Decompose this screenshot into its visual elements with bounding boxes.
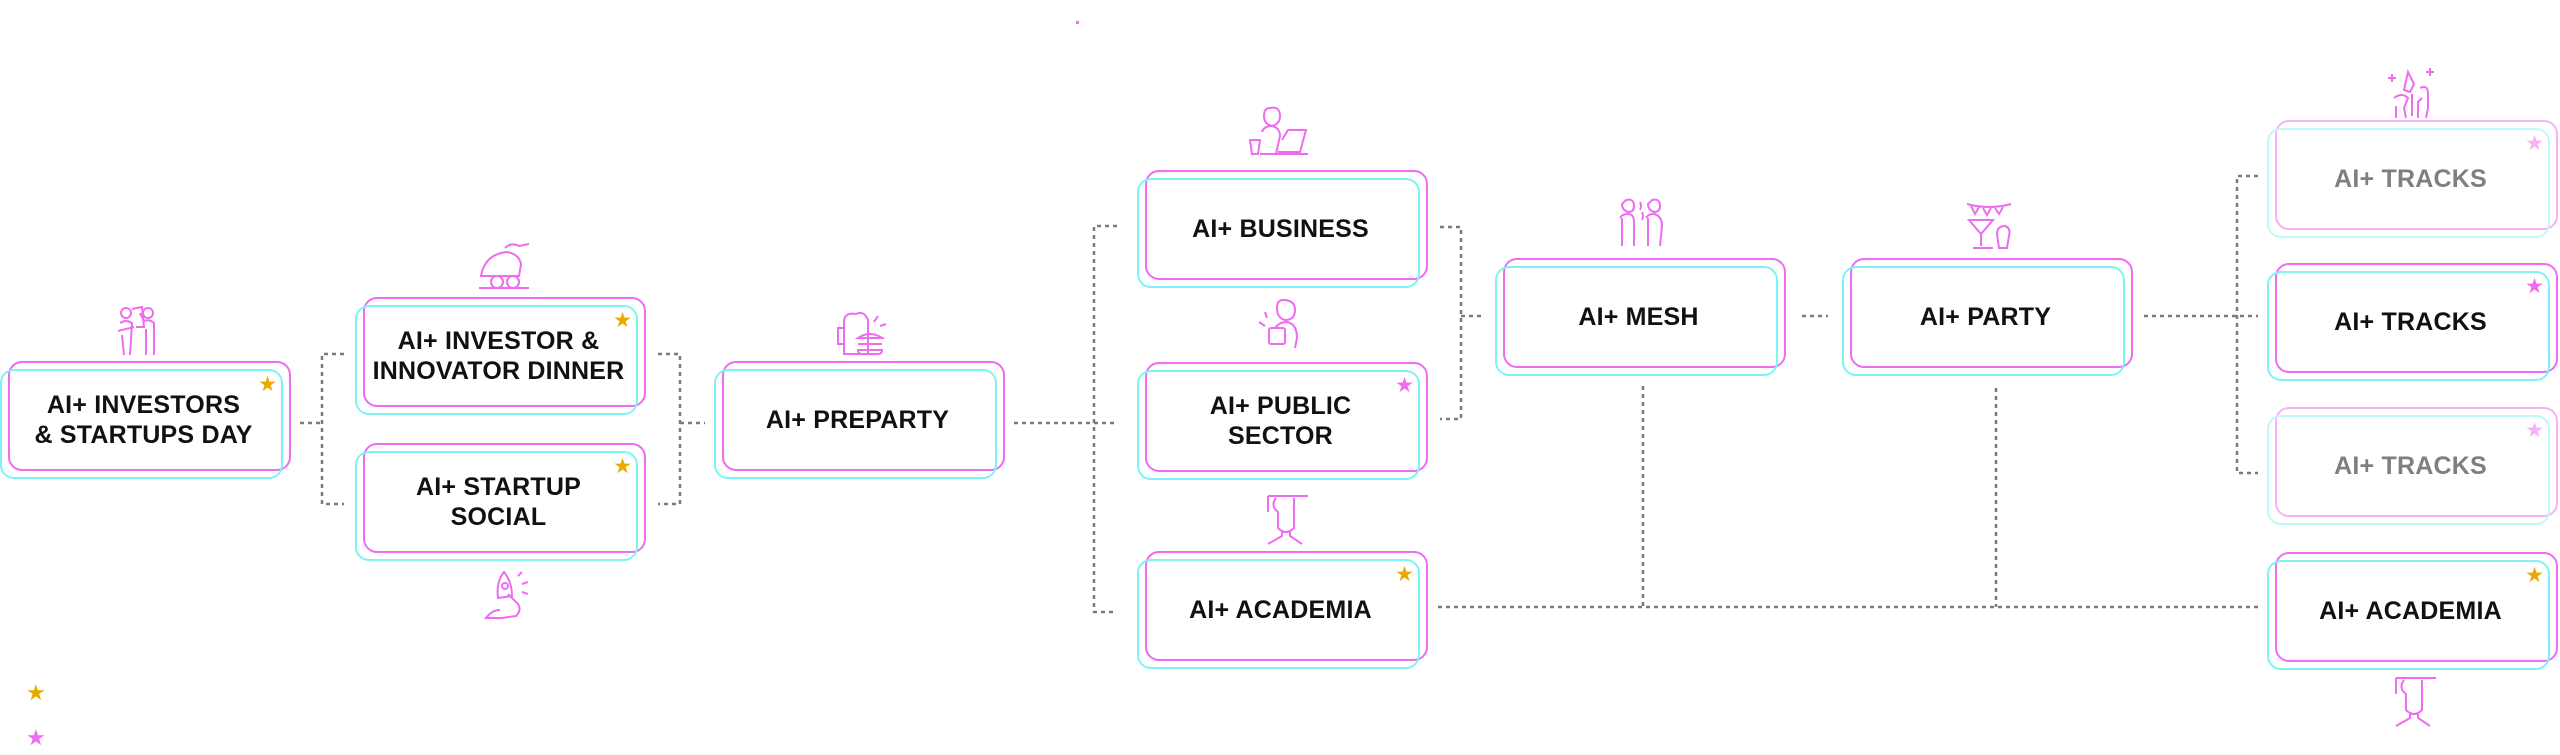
business-woman-laptop-icon (1248, 106, 1308, 158)
outline-secondary (0, 369, 283, 479)
outline-primary (2275, 552, 2558, 662)
node-title: AI+ PUBLIC SECTOR (1209, 392, 1352, 450)
connector-bracket-left (320, 352, 344, 506)
node-tracks-1[interactable]: AI+ TRACKS ★ (2267, 120, 2558, 238)
star-gold-icon: ★ (258, 373, 277, 396)
node-academia-2[interactable]: AI+ ACADEMIA ★ (2267, 552, 2558, 670)
outline-secondary (1137, 370, 1420, 480)
node-title: AI+ TRACKS (2334, 165, 2487, 193)
outline-secondary (714, 369, 997, 479)
outline-primary (1145, 551, 1428, 661)
connector-bracket-right (658, 352, 682, 506)
outline-secondary (2267, 271, 2550, 381)
node-title: AI+ ACADEMIA (1189, 596, 1372, 624)
graduate-icon (2388, 676, 2448, 728)
outline-secondary (1842, 266, 2125, 376)
outline-secondary (1137, 559, 1420, 669)
outline-secondary (1495, 266, 1778, 376)
outline-primary (8, 361, 291, 471)
node-title: AI+ BUSINESS (1192, 215, 1369, 243)
node-tracks-3[interactable]: AI+ TRACKS ★ (2267, 407, 2558, 525)
outline-primary (1850, 258, 2133, 368)
hands-ideas-icon (2382, 68, 2442, 120)
dinner-cloche-icon (475, 240, 535, 292)
outline-primary (363, 443, 646, 553)
star-pink-icon: ★ (2525, 419, 2544, 442)
node-title: AI+ PREPARTY (765, 406, 950, 434)
node-public-sector[interactable]: AI+ PUBLIC SECTOR ★ (1137, 362, 1428, 480)
stray-dot (1076, 21, 1079, 24)
star-gold-icon: ★ (2525, 564, 2544, 587)
official-clipboard-icon (1255, 298, 1315, 350)
outline-primary (1145, 170, 1428, 280)
node-title: AI+ INVESTORS & STARTUPS DAY (34, 391, 253, 449)
outline-secondary (355, 451, 638, 561)
star-gold-icon: ★ (26, 680, 46, 705)
node-title: AI+ PARTY (1919, 303, 2052, 331)
connector-column-right (1440, 225, 1463, 421)
outline-primary (2275, 120, 2558, 230)
star-pink-icon: ★ (26, 725, 46, 750)
outline-secondary (2267, 128, 2550, 238)
graduate-icon (1256, 494, 1316, 546)
outline-secondary (2267, 560, 2550, 670)
outline-secondary (2267, 415, 2550, 525)
networking-people-icon (1612, 196, 1672, 248)
node-tracks-2[interactable]: AI+ TRACKS ★ (2267, 263, 2558, 381)
connector-tracks (2235, 174, 2258, 475)
node-title: AI+ ACADEMIA (2319, 597, 2502, 625)
node-mesh[interactable]: AI+ MESH (1495, 258, 1786, 376)
node-investors-startups-day[interactable]: AI+ INVESTORS & STARTUPS DAY ★ (0, 361, 291, 479)
connector-column-left (1092, 224, 1117, 614)
node-title: AI+ TRACKS (2334, 308, 2487, 336)
legend-item-gold: ★ (26, 682, 56, 704)
outline-primary (1503, 258, 1786, 368)
star-gold-icon: ★ (613, 455, 632, 478)
outline-primary (2275, 407, 2558, 517)
rocket-launch-icon (478, 570, 538, 622)
outline-primary (363, 297, 646, 407)
beer-burger-icon (834, 308, 894, 360)
node-title: AI+ INVESTOR & INNOVATOR DINNER (372, 327, 625, 385)
outline-primary (1145, 362, 1428, 472)
star-pink-icon: ★ (2525, 275, 2544, 298)
node-party[interactable]: AI+ PARTY (1842, 258, 2133, 376)
star-pink-icon: ★ (2525, 132, 2544, 155)
star-gold-icon: ★ (1395, 563, 1414, 586)
node-title: AI+ MESH (1578, 303, 1699, 331)
node-academia-1[interactable]: AI+ ACADEMIA ★ (1137, 551, 1428, 669)
node-investor-innovator-dinner[interactable]: AI+ INVESTOR & INNOVATOR DINNER ★ (355, 297, 646, 415)
node-business[interactable]: AI+ BUSINESS (1137, 170, 1428, 288)
node-preparty[interactable]: AI+ PREPARTY (714, 361, 1005, 479)
node-title: AI+ TRACKS (2334, 452, 2487, 480)
outline-primary (2275, 263, 2558, 373)
star-gold-icon: ★ (613, 309, 632, 332)
star-pink-icon: ★ (1395, 374, 1414, 397)
party-cocktail-icon (1963, 200, 2023, 252)
node-startup-social[interactable]: AI+ STARTUP SOCIAL ★ (355, 443, 646, 561)
node-title: AI+ STARTUP SOCIAL (416, 473, 581, 531)
outline-secondary (355, 305, 638, 415)
outline-primary (722, 361, 1005, 471)
pitching-people-icon (108, 305, 168, 357)
legend-item-pink: ★ (26, 727, 56, 749)
outline-secondary (1137, 178, 1420, 288)
